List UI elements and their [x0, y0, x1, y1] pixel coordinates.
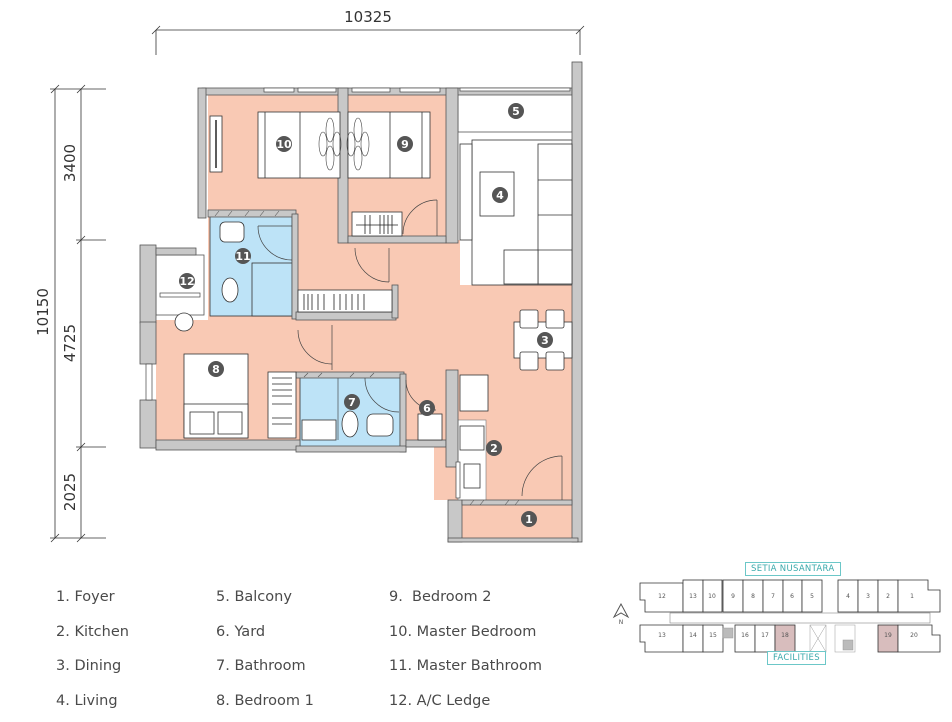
svg-text:5: 5: [810, 593, 814, 600]
legend-column-3: 9. Bedroom 2 10. Master Bedroom 11. Mast…: [389, 584, 542, 722]
legend-item: 12. A/C Ledge: [389, 688, 542, 722]
svg-text:9: 9: [731, 593, 735, 600]
svg-text:13: 13: [689, 593, 697, 600]
svg-text:3: 3: [866, 593, 870, 600]
legend-item: 11. Master Bathroom: [389, 653, 542, 688]
svg-text:16: 16: [741, 632, 749, 639]
room-badge-11: 11: [235, 248, 251, 264]
svg-text:17: 17: [761, 632, 769, 639]
svg-text:1: 1: [910, 593, 914, 600]
svg-text:N: N: [619, 619, 624, 626]
height-segment-2-label: 4725: [61, 324, 79, 362]
legend-item: 4. Living: [56, 688, 129, 722]
svg-text:5: 5: [512, 105, 520, 118]
height-segment-3-label: 2025: [61, 473, 79, 511]
key-plan-top-label: SETIA NUSANTARA: [745, 562, 841, 576]
svg-text:9: 9: [401, 138, 409, 151]
width-dimension-label: 10325: [344, 8, 392, 26]
room-badge-9: 9: [397, 136, 413, 152]
room-badge-3: 3: [537, 332, 553, 348]
svg-text:12: 12: [658, 593, 666, 600]
svg-text:10: 10: [276, 138, 292, 151]
svg-text:6: 6: [423, 402, 431, 415]
height-segment-1-label: 3400: [61, 144, 79, 182]
svg-text:7: 7: [348, 396, 356, 409]
svg-text:18: 18: [781, 632, 789, 639]
legend-item: 9. Bedroom 2: [389, 584, 542, 619]
legend-column-1: 1. Foyer 2. Kitchen 3. Dining 4. Living: [56, 584, 129, 722]
svg-text:4: 4: [496, 189, 504, 202]
svg-text:19: 19: [884, 632, 892, 639]
svg-text:7: 7: [771, 593, 775, 600]
svg-text:8: 8: [751, 593, 755, 600]
room-badge-4: 4: [492, 187, 508, 203]
legend-item: 2. Kitchen: [56, 619, 129, 654]
svg-text:4: 4: [846, 593, 850, 600]
room-badge-2: 2: [486, 440, 502, 456]
svg-text:6: 6: [790, 593, 794, 600]
room-badge-6: 6: [419, 400, 435, 416]
room-badge-12: 12: [179, 273, 195, 289]
svg-text:12: 12: [179, 275, 194, 288]
svg-text:14: 14: [689, 632, 697, 639]
legend-item: 6. Yard: [216, 619, 314, 654]
room-legend: 1. Foyer 2. Kitchen 3. Dining 4. Living …: [56, 584, 616, 712]
room-badge-1: 1: [521, 511, 537, 527]
legend-item: 3. Dining: [56, 653, 129, 688]
room-badge-8: 8: [208, 361, 224, 377]
svg-text:11: 11: [235, 250, 250, 263]
svg-text:2: 2: [886, 593, 890, 600]
legend-item: 10. Master Bedroom: [389, 619, 542, 654]
legend-item: 7. Bathroom: [216, 653, 314, 688]
key-plan-bottom-label: FACILITIES: [767, 651, 826, 665]
room-badge-10: 10: [276, 136, 292, 152]
legend-item: 5. Balcony: [216, 584, 314, 619]
svg-text:3: 3: [541, 334, 549, 347]
room-badge-7: 7: [344, 394, 360, 410]
svg-text:10: 10: [708, 593, 716, 600]
legend-item: 1. Foyer: [56, 584, 129, 619]
key-plan: N: [614, 580, 940, 652]
legend-column-2: 5. Balcony 6. Yard 7. Bathroom 8. Bedroo…: [216, 584, 314, 722]
svg-text:1: 1: [525, 513, 533, 526]
svg-text:2: 2: [490, 442, 498, 455]
room-badge-5: 5: [508, 103, 524, 119]
svg-text:13: 13: [658, 632, 666, 639]
svg-text:8: 8: [212, 363, 220, 376]
north-arrow-icon: N: [614, 604, 628, 626]
dimension-width: [152, 26, 584, 55]
svg-text:15: 15: [709, 632, 717, 639]
height-total-label: 10150: [34, 288, 52, 336]
svg-text:20: 20: [910, 632, 918, 639]
legend-item: 8. Bedroom 1: [216, 688, 314, 722]
